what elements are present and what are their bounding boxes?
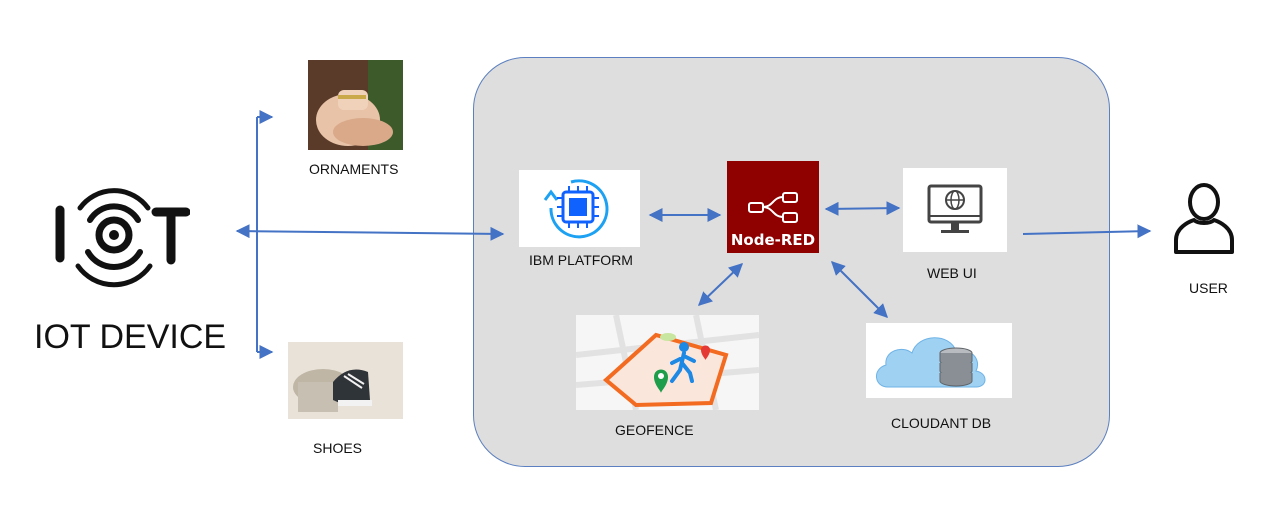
nodered-box: Node-RED	[727, 161, 819, 253]
cloud-database-icon	[876, 337, 986, 388]
iot-device-title: IOT DEVICE	[34, 318, 227, 356]
nodered-text: Node-RED	[730, 231, 816, 249]
monitor-globe-icon	[927, 184, 983, 233]
ibm-chip-icon	[543, 179, 609, 239]
user-icon	[1174, 183, 1234, 254]
user-label: USER	[1189, 280, 1228, 296]
arrow-nodered-webui	[824, 201, 901, 216]
ornaments-label: ORNAMENTS	[309, 161, 399, 177]
ornaments-photo	[308, 60, 403, 150]
arrow-nodered-geofence	[697, 263, 744, 306]
cloudant-box	[866, 323, 1012, 398]
cloudant-label: CLOUDANT DB	[891, 415, 992, 431]
webui-box	[903, 168, 1007, 252]
shoes-photo	[288, 342, 403, 419]
geofence-label: GEOFENCE	[615, 422, 694, 438]
iot-logo-icon	[55, 188, 190, 288]
ibm-platform-label: IBM PLATFORM	[529, 252, 633, 268]
geofence-box	[575, 314, 760, 411]
nodered-flow-icon	[748, 192, 798, 223]
webui-label: WEB UI	[927, 265, 977, 281]
arrow-webui-user	[1022, 224, 1152, 239]
arrow-device-ibm	[235, 224, 505, 241]
geofence-map-icon	[575, 314, 760, 411]
ibm-platform-box	[519, 170, 640, 247]
shoes-label: SHOES	[313, 440, 363, 456]
arrow-nodered-cloudant	[831, 261, 888, 318]
